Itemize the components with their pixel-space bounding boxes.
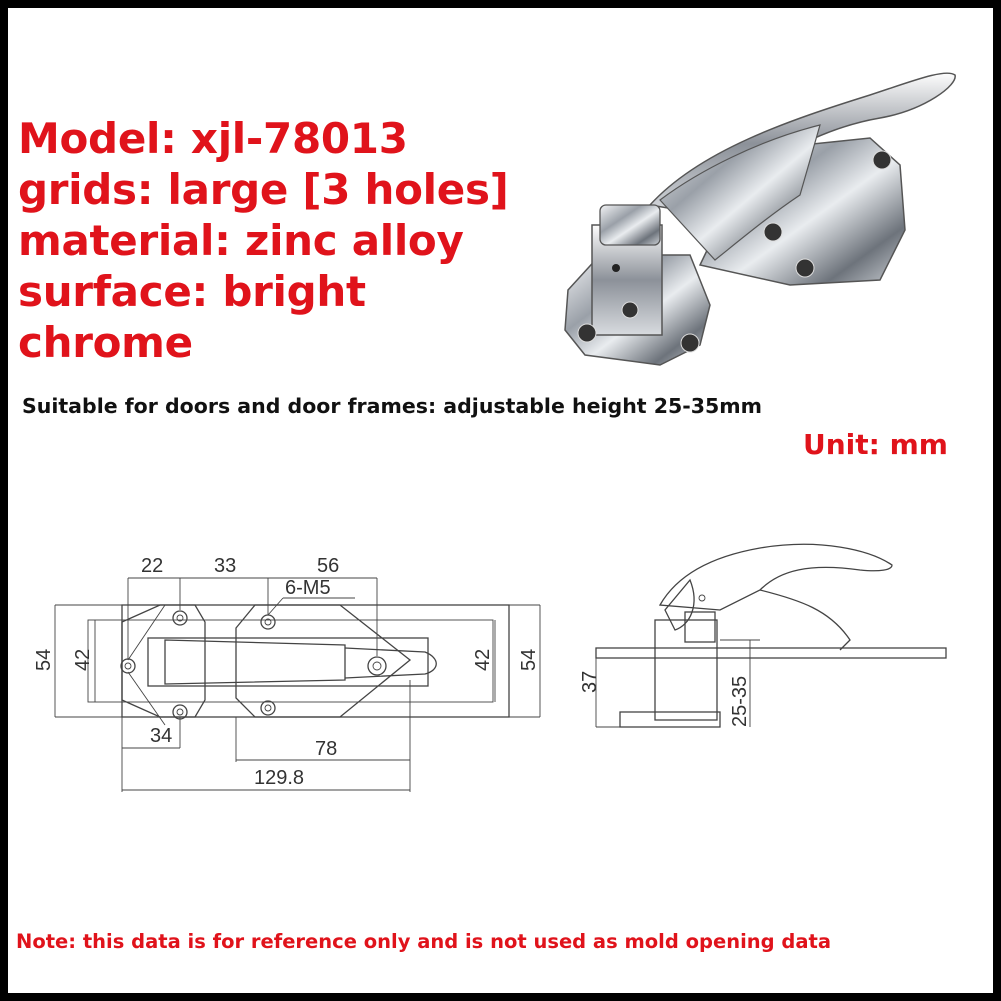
- dim-thread: 6-M5: [285, 577, 331, 599]
- spec-surface: surface: bright: [18, 267, 366, 316]
- dim-42-left: 42: [72, 649, 94, 671]
- suitable-note: Suitable for doors and door frames: adju…: [22, 394, 763, 418]
- dim-25-35: 25-35: [729, 676, 751, 727]
- spec-surface-cont: chrome: [18, 318, 193, 367]
- dim-56: 56: [317, 555, 339, 577]
- side-view: [595, 543, 947, 728]
- spec-grids: grids: large [3 holes]: [18, 165, 509, 214]
- spec-model: Model: xjl-78013: [18, 114, 408, 163]
- dim-37: 37: [579, 671, 601, 693]
- dim-42-right: 42: [472, 649, 494, 671]
- dim-78: 78: [315, 738, 337, 760]
- reference-note: Note: this data is for reference only an…: [16, 930, 831, 953]
- top-view: [54, 577, 541, 792]
- dim-33: 33: [214, 555, 236, 577]
- unit-label: Unit: mm: [803, 428, 948, 461]
- dim-22: 22: [141, 555, 163, 577]
- dim-129-8: 129.8: [254, 767, 304, 789]
- dim-34: 34: [150, 725, 172, 747]
- dim-54-left: 54: [33, 649, 55, 671]
- spec-material: material: zinc alloy: [18, 216, 464, 265]
- dim-54-right: 54: [518, 649, 540, 671]
